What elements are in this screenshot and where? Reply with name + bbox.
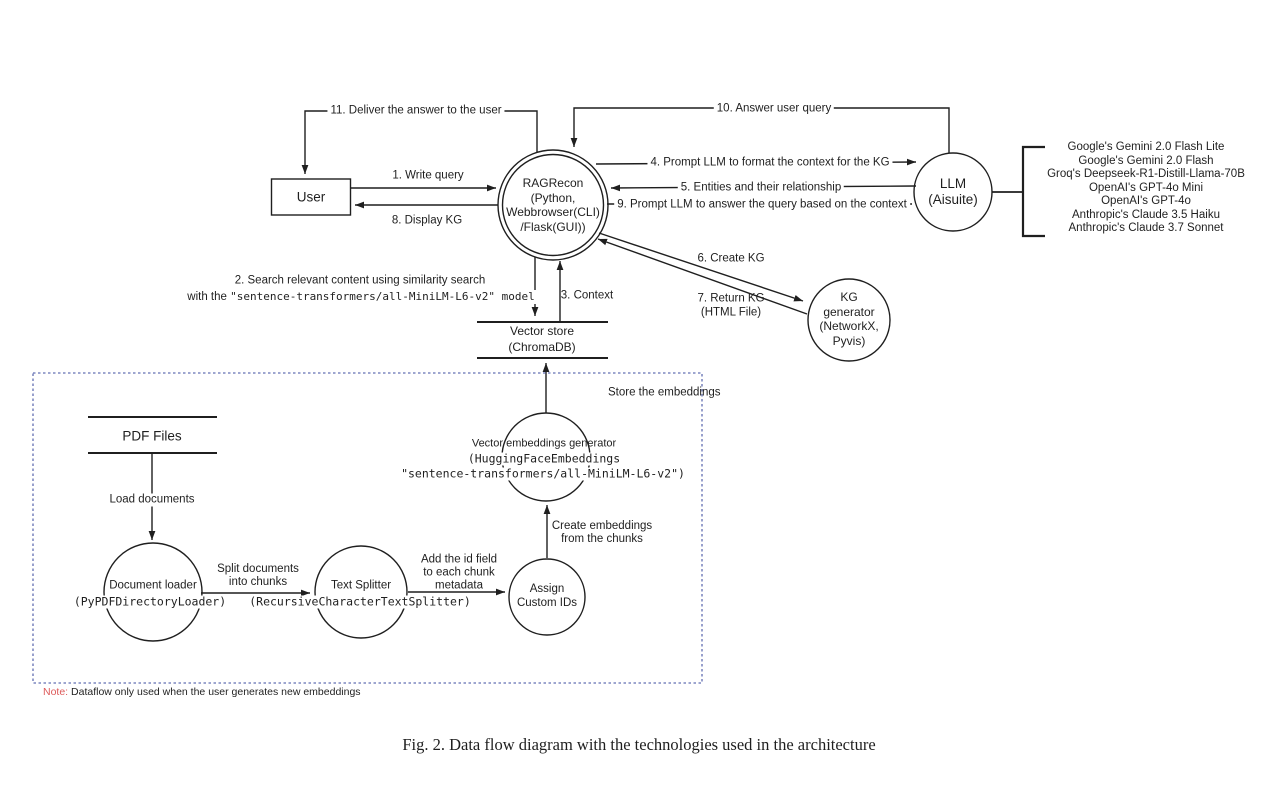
flow-store-embeddings-label: Store the embeddings [608,386,721,399]
kg-generator-label-line3: (NetworkX, [819,319,879,333]
flow-9-label: 9. Prompt LLM to answer the query based … [614,198,910,212]
llm-label: LLM (Aisuite) [928,176,978,208]
flow-6-create-kg [598,232,804,302]
kg-generator-label-line4: Pyvis) [832,333,866,348]
kg-generator-label-line1: KG [840,290,858,304]
figure-caption: Fig. 2. Data flow diagram with the techn… [402,735,876,754]
embeddings-generator-label: Vector embeddings generator [471,437,617,450]
flow-2-label-prefix: with the [187,291,231,303]
create-embeddings-line2: from the chunks [561,533,643,545]
text-splitter-node [314,545,408,639]
add-id-line2: to each chunk [423,566,495,579]
ragrecon-label-line3: Webbrowser(CLI) [506,205,600,219]
note-prefix: Note: [43,686,69,698]
document-loader-node [103,542,203,642]
flow-7-label-line1: 7. Return KG [697,292,765,305]
llm-model-item: Anthropic's Claude 3.5 Haiku [1072,208,1220,221]
user-node [270,178,352,216]
flow-3-label: 3. Context [560,289,614,302]
llm-label-line2: (Aisuite) [928,192,978,207]
assign-ids-label: Assign Custom IDs [517,582,577,610]
vector-store-label-line2: (ChromaDB) [508,340,576,354]
split-line2: into chunks [228,576,288,588]
flow-2-label-line2: with the "sentence-transformers/all-Mini… [184,290,538,304]
assign-ids-label-line1: Assign [529,583,565,595]
flow-2-label-code: "sentence-transformers/all-MiniLM-L6-v2"… [230,290,535,303]
vector-store-node [477,321,608,359]
kg-generator-label: KG generator (NetworkX, Pyvis) [819,290,878,348]
flow-11-label: 11. Deliver the answer to the user [327,104,505,118]
llm-model-item: OpenAI's GPT-4o Mini [1088,181,1204,194]
vector-store-label: Vector store (ChromaDB) [508,323,575,355]
text-splitter-tech: (RecursiveCharacterTextSplitter) [246,595,474,609]
ragrecon-label-line2: (Python, [530,190,576,205]
llm-model-list: Google's Gemini 2.0 Flash Lite Google's … [1036,141,1256,236]
embeddings-generator-tech2: "sentence-transformers/all-MiniLM-L6-v2"… [398,467,688,481]
embeddings-generator-tech1: (HuggingFaceEmbeddings [464,452,624,466]
user-label: User [296,189,326,205]
flow-add-id-label: Add the id field to each chunk metadata [421,554,497,593]
flow-5-label: 5. Entities and their relationship [677,181,845,195]
flow-11-deliver-answer [301,110,538,174]
document-loader-tech: (PyPDFDirectoryLoader) [70,595,230,609]
kg-generator-label-line2: generator [823,304,875,319]
ragrecon-node-inner [501,153,605,257]
llm-model-item: Google's Gemini 2.0 Flash [1078,154,1214,167]
llm-model-item: Anthropic's Claude 3.7 Sonnet [1068,222,1224,234]
kg-generator-node [807,278,891,362]
pdf-files-label: PDF Files [122,428,182,444]
add-id-line1: Add the id field [420,553,498,566]
document-loader-label: Document loader [109,579,197,592]
note-text: Dataflow only used when the user generat… [68,686,361,698]
flow-10-label: 10. Answer user query [713,102,835,116]
vector-store-label-line1: Vector store [509,324,575,338]
diagram-note: Note: Dataflow only used when the user g… [43,686,361,699]
assign-ids-node [508,558,586,636]
add-id-line3: metadata [435,579,483,592]
flow-create-embeddings-label: Create embeddings from the chunks [552,520,652,546]
flow-8-label: 8. Display KG [391,214,463,227]
flow-1-label: 1. Write query [392,169,464,182]
flow-7-label: 7. Return KG (HTML File) [697,293,764,320]
ragrecon-label-line1: RAGRecon [522,176,584,190]
flow-split-label: Split documents into chunks [217,563,299,589]
llm-model-item: OpenAI's GPT-4o [1101,195,1191,207]
flow-7-label-line2: (HTML File) [700,306,762,318]
split-line1: Split documents [217,563,299,575]
llm-list-bracket [1021,145,1045,238]
ragrecon-label: RAGRecon (Python, Webbrowser(CLI) /Flask… [506,176,600,234]
llm-model-item: Groq's Deepseek-R1-Distill-Llama-70B [1047,168,1245,180]
ragrecon-label-line4: /Flask(GUI)) [520,219,586,234]
text-splitter-label: Text Splitter [330,579,392,592]
flow-4-label: 4. Prompt LLM to format the context for … [647,156,893,170]
flow-6-label: 6. Create KG [697,252,765,265]
llm-label-line1: LLM [939,176,967,191]
llm-model-item: Google's Gemini 2.0 Flash Lite [1067,141,1225,153]
assign-ids-label-line2: Custom IDs [516,597,578,609]
flow-load-documents-label: Load documents [106,493,198,507]
flow-7-return-kg [597,238,808,315]
flow-2-label-line1: 2. Search relevant content using similar… [234,274,486,287]
create-embeddings-line1: Create embeddings [551,520,653,532]
